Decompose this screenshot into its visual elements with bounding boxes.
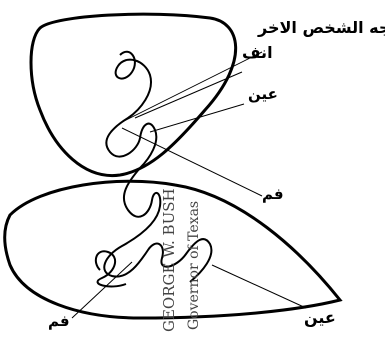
upper-face-outline — [31, 14, 236, 175]
pointer-other-face — [122, 52, 262, 122]
pointer-mouth-bottom — [72, 262, 132, 318]
label-eye-top: عين — [248, 85, 278, 103]
label-other-face: وجه الشخص الاخر — [258, 18, 385, 37]
signature-stroke-upper — [106, 52, 156, 168]
pointer-mouth-top — [122, 128, 262, 196]
label-mouth-top: فم — [262, 185, 284, 203]
label-nose: انف — [242, 43, 273, 62]
signature-title: Governor of Texas — [186, 201, 202, 330]
pointer-eye-top — [150, 104, 244, 132]
label-eye-bottom: عين — [304, 308, 336, 327]
signature-name: GEORGE W. BUSH — [160, 188, 178, 332]
pointer-eye-bottom — [212, 265, 306, 308]
label-mouth-bottom: فم — [48, 312, 70, 330]
